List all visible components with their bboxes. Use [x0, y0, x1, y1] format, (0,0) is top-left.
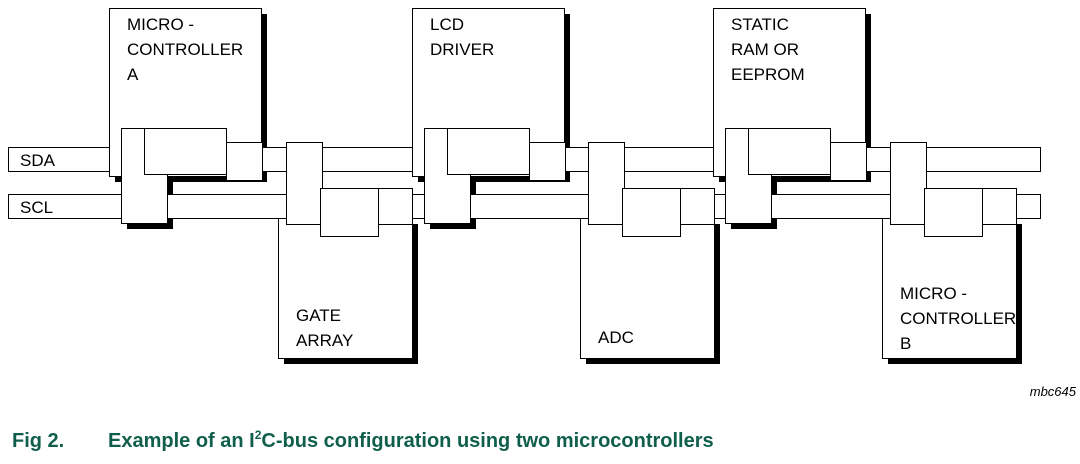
gate-array-scl-tap — [378, 188, 413, 225]
lcd-driver-label-line-2: DRIVER — [430, 40, 494, 59]
adc-sda-stub — [588, 142, 625, 225]
caption-title-post: C-bus configuration using two microcontr… — [261, 430, 714, 452]
micro-controller-b-label-line-2: CONTROLLER — [900, 309, 1016, 328]
micro-controller-b-bracket — [924, 188, 983, 237]
caption-superscript: 2 — [254, 428, 262, 442]
micro-controller-b-box — [882, 218, 1017, 359]
micro-controller-a-bracket — [144, 128, 227, 175]
static-ram-label-line-2: RAM OR — [731, 40, 799, 59]
micro-controller-a-label-line-2: CONTROLLER — [127, 40, 243, 59]
scl-label-line-1: SCL — [20, 198, 53, 217]
i2c-bus-diagram: SDA SCL MICRO - CONTROLLER A LCD DRIVER STATIC R… — [8, 8, 1041, 364]
static-ram-bracket — [748, 128, 831, 175]
gate-array-label-line-2: ARRAY — [296, 331, 353, 350]
micro-controller-b-label-line-3: B — [900, 334, 911, 353]
figure-number: Fig 2. — [12, 430, 65, 452]
adc-label-line-1: ADC — [598, 328, 634, 347]
adc-scl-tap — [680, 188, 715, 225]
micro-controller-b-sda-stub — [890, 142, 927, 225]
adc-box — [580, 218, 715, 359]
gate-array-bracket — [320, 188, 379, 237]
micro-controller-a-label-line-3: A — [127, 65, 139, 84]
gate-array-label-line-1: GATE — [296, 306, 341, 325]
figure-caption: Fig 2. Example of an I2C-bus configuratio… — [12, 428, 714, 453]
micro-controller-b-scl-tap — [982, 188, 1017, 225]
figure-code: mbc645 — [1029, 384, 1076, 399]
static-ram-sda-tap — [830, 142, 867, 181]
static-ram-label-line-3: EEPROM — [731, 65, 805, 84]
scl-line — [8, 194, 1041, 219]
sda-label-line-1: SDA — [20, 151, 56, 170]
lcd-driver-label-line-1: LCD — [430, 15, 464, 34]
lcd-driver-bracket — [447, 128, 530, 175]
micro-controller-a-sda-tap — [226, 142, 263, 181]
micro-controller-a-label-line-1: MICRO - — [127, 15, 194, 34]
static-ram-label-line-1: STATIC — [731, 15, 789, 34]
lcd-driver-sda-tap — [529, 142, 566, 181]
adc-bracket — [622, 188, 681, 237]
caption-title-pre: Example of an I — [108, 430, 255, 452]
gate-array-sda-stub — [286, 142, 323, 225]
micro-controller-b-label-line-1: MICRO - — [900, 284, 967, 303]
